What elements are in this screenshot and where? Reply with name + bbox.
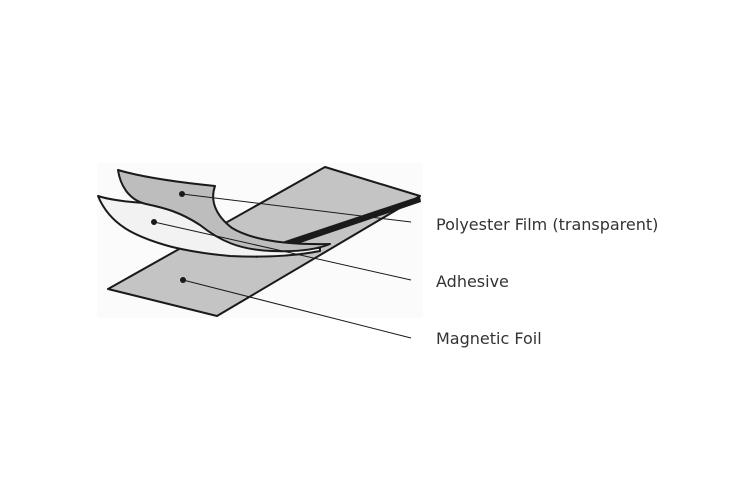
callout-line-adhesive	[153, 221, 412, 281]
callout-line-polyester	[181, 193, 412, 223]
callout-dot-adhesive	[151, 219, 157, 225]
callout-dot-polyester	[179, 191, 185, 197]
label-polyester-film: Polyester Film (transparent)	[436, 215, 659, 234]
polyester-film-layer	[117, 169, 331, 253]
label-adhesive: Adhesive	[436, 272, 509, 291]
label-magnetic-foil: Magnetic Foil	[436, 329, 542, 348]
callout-line-magnetic	[182, 279, 412, 339]
callout-dot-magnetic	[180, 277, 186, 283]
